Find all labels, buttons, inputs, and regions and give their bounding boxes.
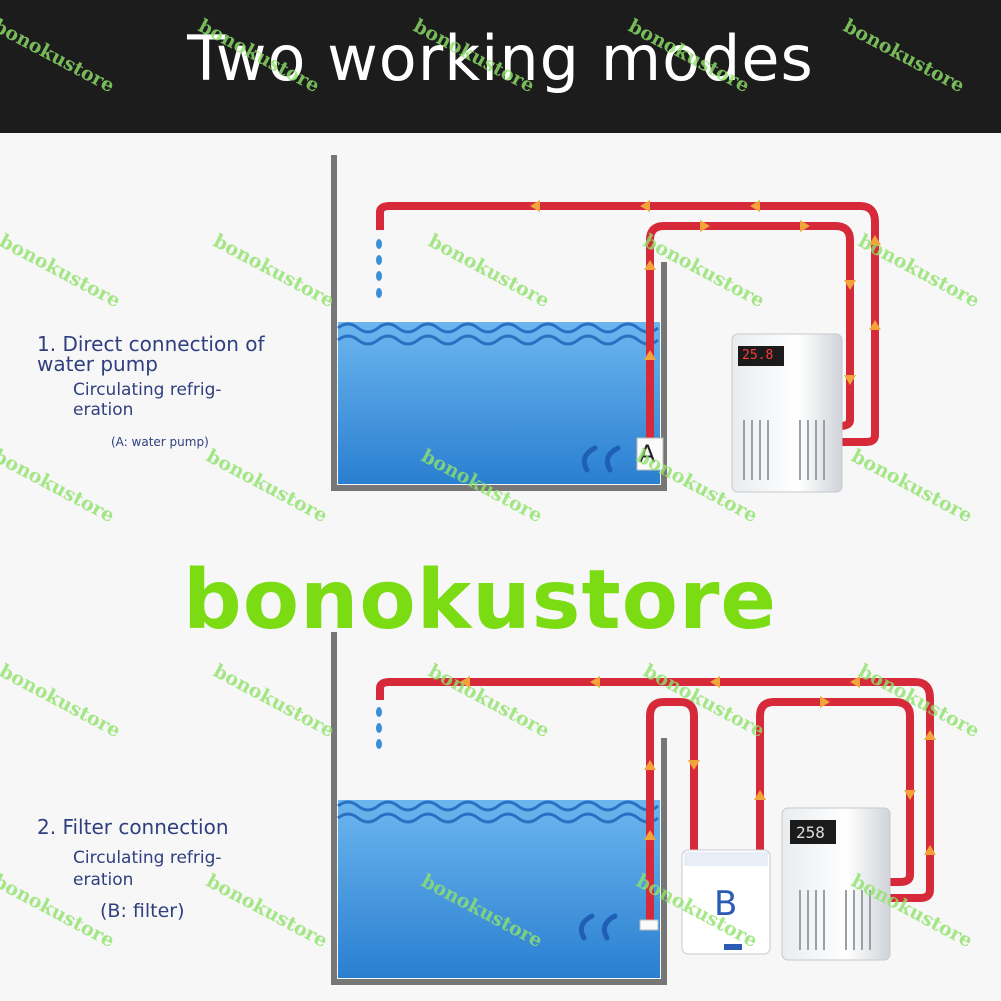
mode1-subtitle-line2: eration bbox=[73, 400, 134, 420]
mode1-diagram bbox=[331, 155, 881, 493]
pump-a-label: A bbox=[639, 440, 656, 468]
mode1-chiller bbox=[731, 333, 843, 493]
mode2-pipes bbox=[376, 678, 934, 920]
mode1-pipes bbox=[376, 202, 879, 460]
mode2-tank bbox=[331, 632, 667, 985]
mode2-diagram bbox=[331, 632, 936, 985]
mode1-subtitle-line1: Circulating refrig- bbox=[73, 380, 222, 400]
mode2-swirl-icon bbox=[578, 913, 618, 941]
pump-a bbox=[636, 437, 664, 471]
brand-banner: bonokustore bbox=[183, 553, 778, 648]
mode2-title: 2. Filter connection bbox=[37, 815, 229, 839]
mode1-swirl-icon bbox=[581, 445, 621, 473]
mode1-title-line2: water pump bbox=[37, 352, 158, 376]
filter-b bbox=[681, 849, 771, 955]
mode1-water-drops bbox=[376, 239, 382, 298]
mode2-water-drops bbox=[376, 707, 382, 749]
mode1-note: (A: water pump) bbox=[111, 435, 209, 449]
mode2-intake bbox=[639, 919, 659, 931]
mode1-flow-arrows bbox=[530, 200, 881, 385]
filter-b-label: B bbox=[714, 884, 738, 924]
mode2-subtitle-line2: eration bbox=[73, 870, 134, 890]
header-bar: Two working modes bbox=[0, 0, 1001, 133]
mode1-title-line1: 1. Direct connection of bbox=[37, 332, 265, 356]
page-title: Two working modes bbox=[187, 22, 814, 95]
mode2-chiller-display: 258 bbox=[796, 823, 825, 842]
mode2-subtitle-line1: Circulating refrig- bbox=[73, 848, 222, 868]
mode2-note: (B: filter) bbox=[100, 900, 185, 922]
mode2-chiller bbox=[781, 807, 891, 961]
mode1-chiller-display: 25.8 bbox=[742, 348, 774, 363]
mode2-flow-arrows bbox=[460, 676, 936, 855]
